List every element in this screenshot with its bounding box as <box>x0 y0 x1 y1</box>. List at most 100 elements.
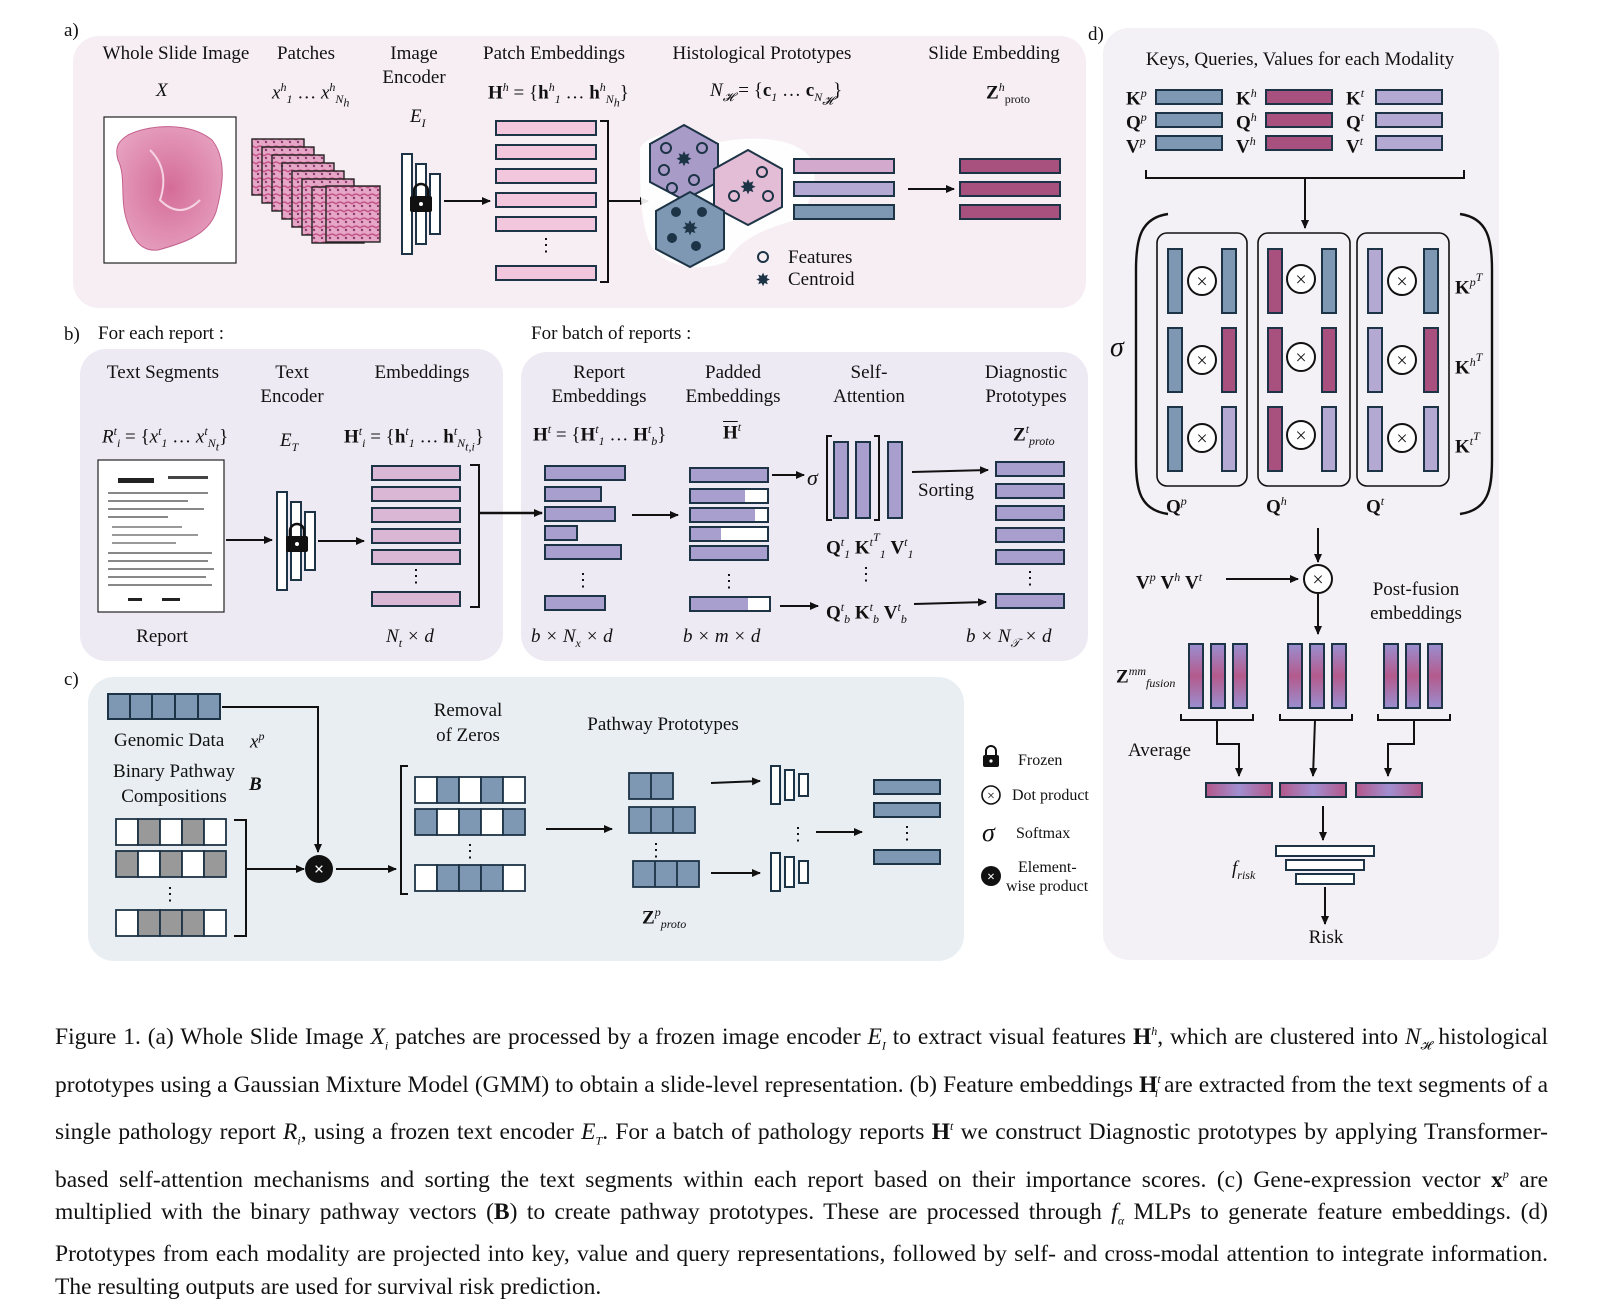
diagnostic-prototypes-title: Diagnostic Prototypes <box>984 362 1068 407</box>
padded-embeddings-title: Padded Embeddings <box>685 362 781 407</box>
batch-nt-d-label: b × N𝒯 × d <box>966 626 1052 650</box>
ktt-label: KtT <box>1455 429 1480 458</box>
text-encoder-title: Text Encoder <box>260 362 324 407</box>
svg-text:⋮: ⋮ <box>537 235 555 255</box>
removal-zeros-label-1: Removal <box>433 700 503 721</box>
kqv-bars <box>1145 89 1465 179</box>
slide-embedding-bars <box>959 158 1061 220</box>
svg-text:✸: ✸ <box>740 177 757 199</box>
padded-embeddings-symbol: Ht <box>723 420 742 444</box>
svg-text:⋮: ⋮ <box>574 570 592 590</box>
embeddings-title: Embeddings <box>374 362 470 383</box>
legend-element-label-2: wise product <box>1006 878 1089 895</box>
text-embeddings-stack: ⋮ <box>371 464 480 608</box>
legend-frozen-label: Frozen <box>1018 752 1063 769</box>
patches-symbol: xh1 … xhNh <box>272 80 350 110</box>
patches-title: Patches <box>276 43 336 64</box>
qp-column-label: Qp <box>1166 494 1187 518</box>
legend-element-label-1: Element- <box>1018 859 1077 876</box>
image-encoder-title: Image Encoder <box>382 43 446 88</box>
svg-text:⋮: ⋮ <box>647 840 665 860</box>
qkv-first-label: Qt1 KtT1 Vt1 <box>826 530 914 562</box>
kp-label: Kp <box>1126 86 1147 110</box>
svg-text:✸: ✸ <box>755 270 770 290</box>
pathway-prototypes-label: Pathway Prototypes <box>587 714 739 735</box>
binary-pathway-label-1: Binary Pathway <box>113 761 235 782</box>
panel-c-letter: c) <box>64 669 79 690</box>
legend-element-wise-icon: × <box>981 866 1001 886</box>
text-segments-formula: Rti = {xt1 … xtNt} <box>102 424 229 454</box>
removal-zeros-label-2: of Zeros <box>436 725 500 746</box>
svg-text:×: × <box>1396 271 1407 293</box>
svg-text:×: × <box>987 870 995 885</box>
svg-text:⋮: ⋮ <box>1021 568 1039 588</box>
diagnostic-prototype-bars: ⋮ <box>995 461 1065 609</box>
self-attention-block: ⋮ <box>826 435 903 584</box>
zmm-fusion-symbol: Zmmfusion <box>1116 664 1176 691</box>
removal-zeros-matrix: ⋮ <box>400 765 526 895</box>
risk-label: Risk <box>1308 927 1344 948</box>
centroid-legend-icon: ✸ <box>755 270 770 290</box>
histological-prototypes-title: Histological Prototypes <box>672 43 852 64</box>
svg-text:×: × <box>1196 428 1207 450</box>
post-fusion-label-2: embeddings <box>1370 603 1462 624</box>
qt-column-label: Qt <box>1366 494 1385 518</box>
post-fusion-embeddings <box>1180 643 1451 721</box>
softmax-sigma-b: σ <box>807 465 818 490</box>
report-embeddings-bars: ⋮ <box>544 465 626 611</box>
patch-embeddings-title: Patch Embeddings <box>483 43 625 64</box>
average-label: Average <box>1128 740 1191 761</box>
svg-text:⋮: ⋮ <box>898 823 916 843</box>
f-risk-symbol: frisk <box>1232 858 1256 882</box>
self-attention-title: Self- Attention <box>833 362 905 407</box>
batch-nx-d-label: b × Nx × d <box>531 626 613 650</box>
wsi-thumbnail <box>103 116 237 264</box>
attention-matrix: ××× ××× ××× <box>1134 212 1494 516</box>
vh-label: Vh <box>1236 134 1256 158</box>
patch-embeddings-formula: Hh = {hh1 … hhNh} <box>488 80 629 110</box>
genomic-xp-symbol: xp <box>250 729 265 753</box>
svg-text:×: × <box>1196 271 1207 293</box>
histological-clusters: ✸ ✸ ✸ <box>640 123 815 269</box>
report-label: Report <box>136 626 188 647</box>
wsi-title: Whole Slide Image <box>102 43 250 64</box>
svg-text:✸: ✸ <box>676 149 693 171</box>
report-embeddings-title: Report Embeddings <box>551 362 647 407</box>
for-each-report-label: For each report : <box>98 323 225 344</box>
kht-label: KhT <box>1455 350 1483 379</box>
legend-lock-icon <box>983 745 999 767</box>
text-encoder-symbol: ET <box>280 430 299 454</box>
slide-embedding-symbol: Zhproto <box>986 80 1031 107</box>
svg-text:×: × <box>1295 347 1306 369</box>
softmax-sigma-d: σ <box>1110 332 1124 363</box>
report-document <box>97 459 225 613</box>
padded-embeddings-bars: ⋮ <box>689 467 771 612</box>
kt-label: Kt <box>1346 86 1365 110</box>
genomic-data-label: Genomic Data <box>114 730 225 751</box>
binary-pathway-matrix: ⋮ <box>115 818 247 937</box>
panel-a-letter: a) <box>64 20 79 41</box>
svg-text:×: × <box>1295 269 1306 291</box>
pathway-zp-symbol: Zpproto <box>642 905 687 932</box>
qt-label: Qt <box>1346 110 1365 134</box>
lock-icon <box>410 182 432 212</box>
vp-label: Vp <box>1126 134 1146 158</box>
svg-text:×: × <box>1396 428 1407 450</box>
pathway-embedding-bars: ⋮ <box>873 779 941 865</box>
sorting-label: Sorting <box>918 480 974 501</box>
histological-formula: N𝓗 = {c1 … cN𝓗} <box>710 80 843 108</box>
svg-text:×: × <box>1396 350 1407 372</box>
qkv-batch-label: Qtb Ktb Vtb <box>826 600 907 627</box>
qh-column-label: Qh <box>1266 494 1287 518</box>
pathway-prototype-blocks: ⋮ <box>628 772 700 888</box>
vt-label: Vt <box>1346 134 1364 158</box>
wsi-symbol: X <box>156 80 168 101</box>
diagram-graphics: ⋮ ✸ ✸ ✸ ✸ <box>97 89 1494 937</box>
prototype-bars <box>793 158 895 220</box>
qh-label: Qh <box>1236 110 1257 134</box>
nt-by-d-label: Nt × d <box>386 626 434 650</box>
legend-softmax-label: Softmax <box>1016 825 1071 842</box>
features-legend-icon <box>757 251 769 263</box>
kpt-label: KpT <box>1455 270 1483 299</box>
panel-d-background <box>1103 28 1499 960</box>
